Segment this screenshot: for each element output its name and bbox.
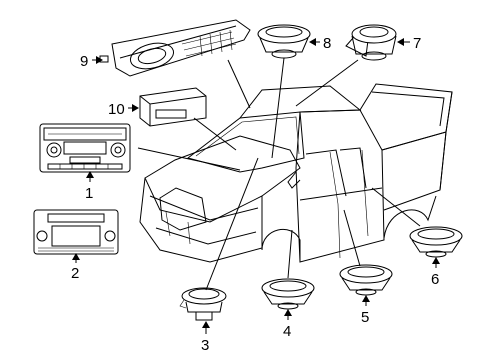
- amplifier-module: [139, 87, 207, 127]
- callout-9: 9: [80, 53, 88, 70]
- speaker-4: [261, 278, 315, 310]
- callout-6: 6: [431, 271, 439, 288]
- callout-3: 3: [201, 337, 209, 354]
- callout-4: 4: [283, 323, 291, 340]
- callout-1: 1: [85, 185, 93, 202]
- radio-head-unit: [39, 123, 131, 173]
- speaker-6: [409, 226, 463, 258]
- callout-5: 5: [361, 309, 369, 326]
- callout-7: 7: [413, 35, 421, 52]
- callout-10: 10: [108, 101, 125, 118]
- speaker-8: [257, 24, 311, 59]
- pickup-truck-illustration: [139, 83, 453, 263]
- callout-2: 2: [71, 265, 79, 282]
- leader-lines: [137, 57, 421, 291]
- callout-arrows: [72, 38, 440, 334]
- speaker-5: [339, 264, 393, 296]
- dash-speaker-bezel: [99, 19, 251, 77]
- callout-8: 8: [323, 35, 331, 52]
- navigation-radio-unit: [33, 209, 119, 255]
- speaker-3: [179, 287, 227, 321]
- speaker-7-with-bracket: [345, 24, 397, 61]
